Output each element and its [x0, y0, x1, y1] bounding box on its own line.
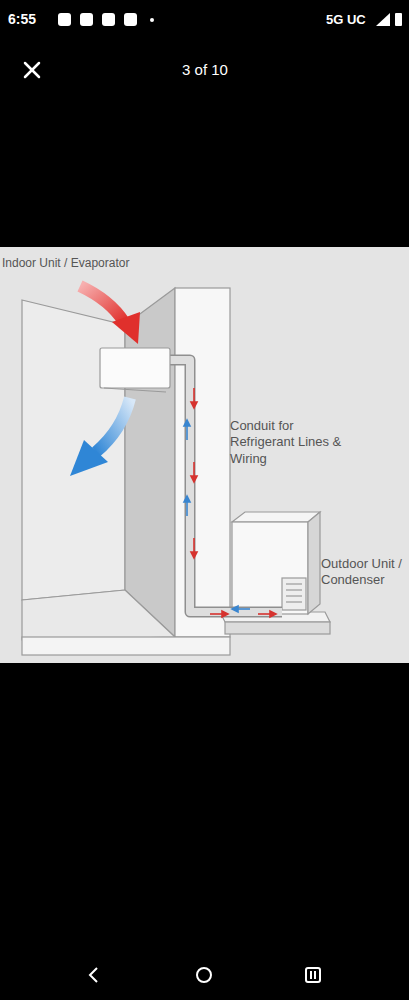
room: [22, 288, 230, 655]
warm-air-arrow: [80, 286, 140, 344]
conduit: [168, 360, 282, 612]
status-network: 5G UC: [326, 12, 372, 28]
page-counter: 3 of 10: [150, 61, 260, 80]
part-label: Outdoor Unit / Condenser: [321, 556, 405, 589]
nav-bar: [90, 968, 320, 982]
diagram-ground: [0, 247, 409, 663]
close-icon: [25, 63, 39, 77]
part-label: Conduit for Refrigerant Lines & Wiring: [230, 418, 348, 467]
cool-air-arrow: [70, 398, 130, 476]
status-time: 6:55: [8, 11, 68, 29]
part-label: Indoor Unit / Evaporator: [2, 256, 172, 271]
indoor-unit: [100, 348, 170, 392]
